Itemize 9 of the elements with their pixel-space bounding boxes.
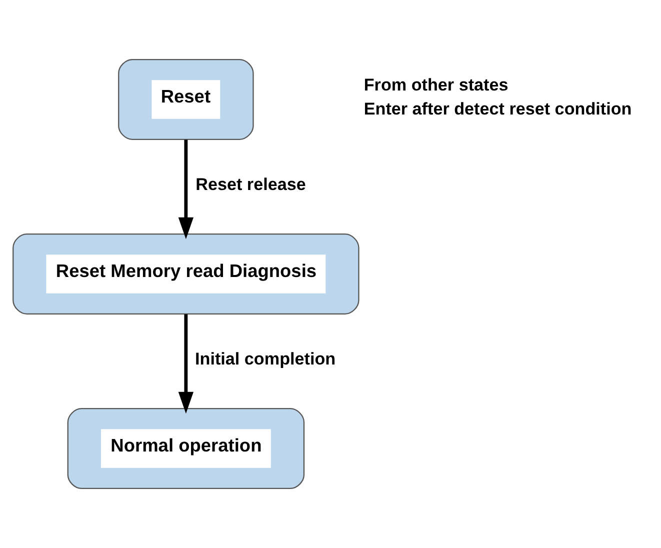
node-box: Reset Memory read Diagnosis	[12, 234, 360, 314]
arrow	[178, 314, 194, 414]
arrow	[178, 140, 194, 240]
edge-label: Reset release	[196, 175, 306, 194]
node-box: Reset	[118, 59, 254, 140]
node-label: From other states	[364, 75, 508, 94]
node-box: Normal operation	[67, 408, 305, 489]
node-label: Enter after detect reset condition	[364, 99, 632, 118]
edge-label: Initial completion	[195, 350, 336, 369]
